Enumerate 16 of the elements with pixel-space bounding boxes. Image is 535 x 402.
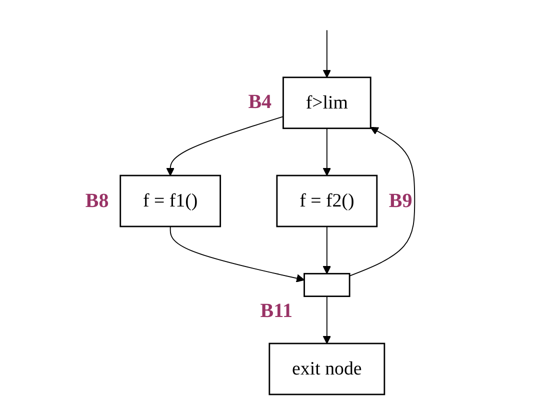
arrow [349, 126, 416, 276]
arrow [170, 226, 305, 282]
node-box: f>lim [282, 76, 372, 130]
arrow [322, 296, 332, 344]
arrow [322, 128, 332, 176]
node-box: f = f1() [120, 174, 222, 228]
block-label: B9 [388, 190, 412, 212]
arrow [166, 116, 284, 176]
block-label: B4 [248, 91, 272, 114]
node-box [304, 272, 350, 298]
block-label: B11 [260, 300, 293, 324]
node-box: exit node [268, 342, 386, 396]
block-label: B8 [85, 190, 109, 212]
node-box: f = f2() [276, 174, 378, 228]
arrow [322, 30, 332, 78]
arrow [322, 226, 332, 274]
